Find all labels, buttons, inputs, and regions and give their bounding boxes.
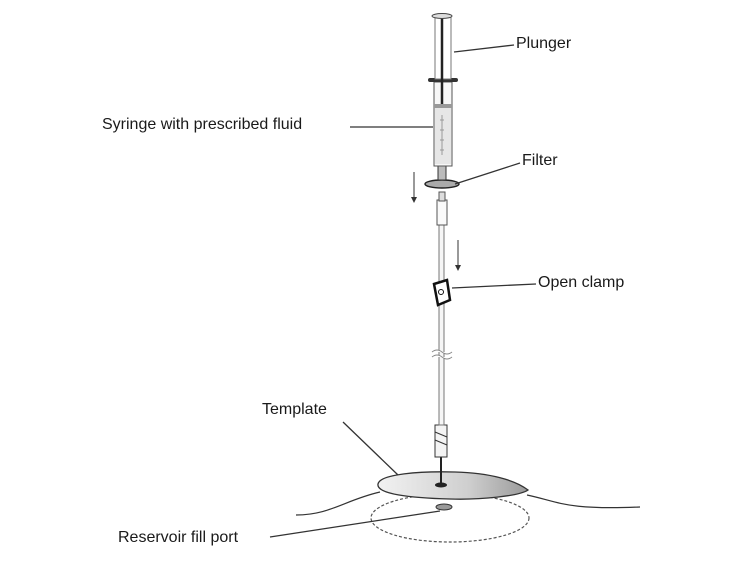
label-syringe: Syringe with prescribed fluid [102, 116, 303, 133]
template [377, 471, 530, 500]
tubing [438, 224, 445, 426]
reservoir-outline [370, 493, 530, 543]
reservoir-fill-port [435, 503, 453, 511]
label-reservoir-fill-port: Reservoir fill port [118, 529, 239, 546]
down-arrow-icon [411, 172, 417, 203]
label-filter: Filter [522, 152, 558, 169]
skin-line-left [295, 491, 381, 516]
down-arrow-icon [455, 240, 461, 271]
tube-break-mark [431, 349, 453, 360]
skin-line-right [526, 494, 641, 509]
leader-lines [269, 44, 537, 538]
filter [424, 179, 460, 189]
label-template: Template [262, 401, 327, 418]
label-plunger: Plunger [516, 35, 572, 52]
luer-connector [436, 199, 448, 226]
plunger-cap [431, 13, 453, 19]
syringe-fluid [435, 106, 451, 164]
label-open-clamp: Open clamp [538, 274, 625, 291]
